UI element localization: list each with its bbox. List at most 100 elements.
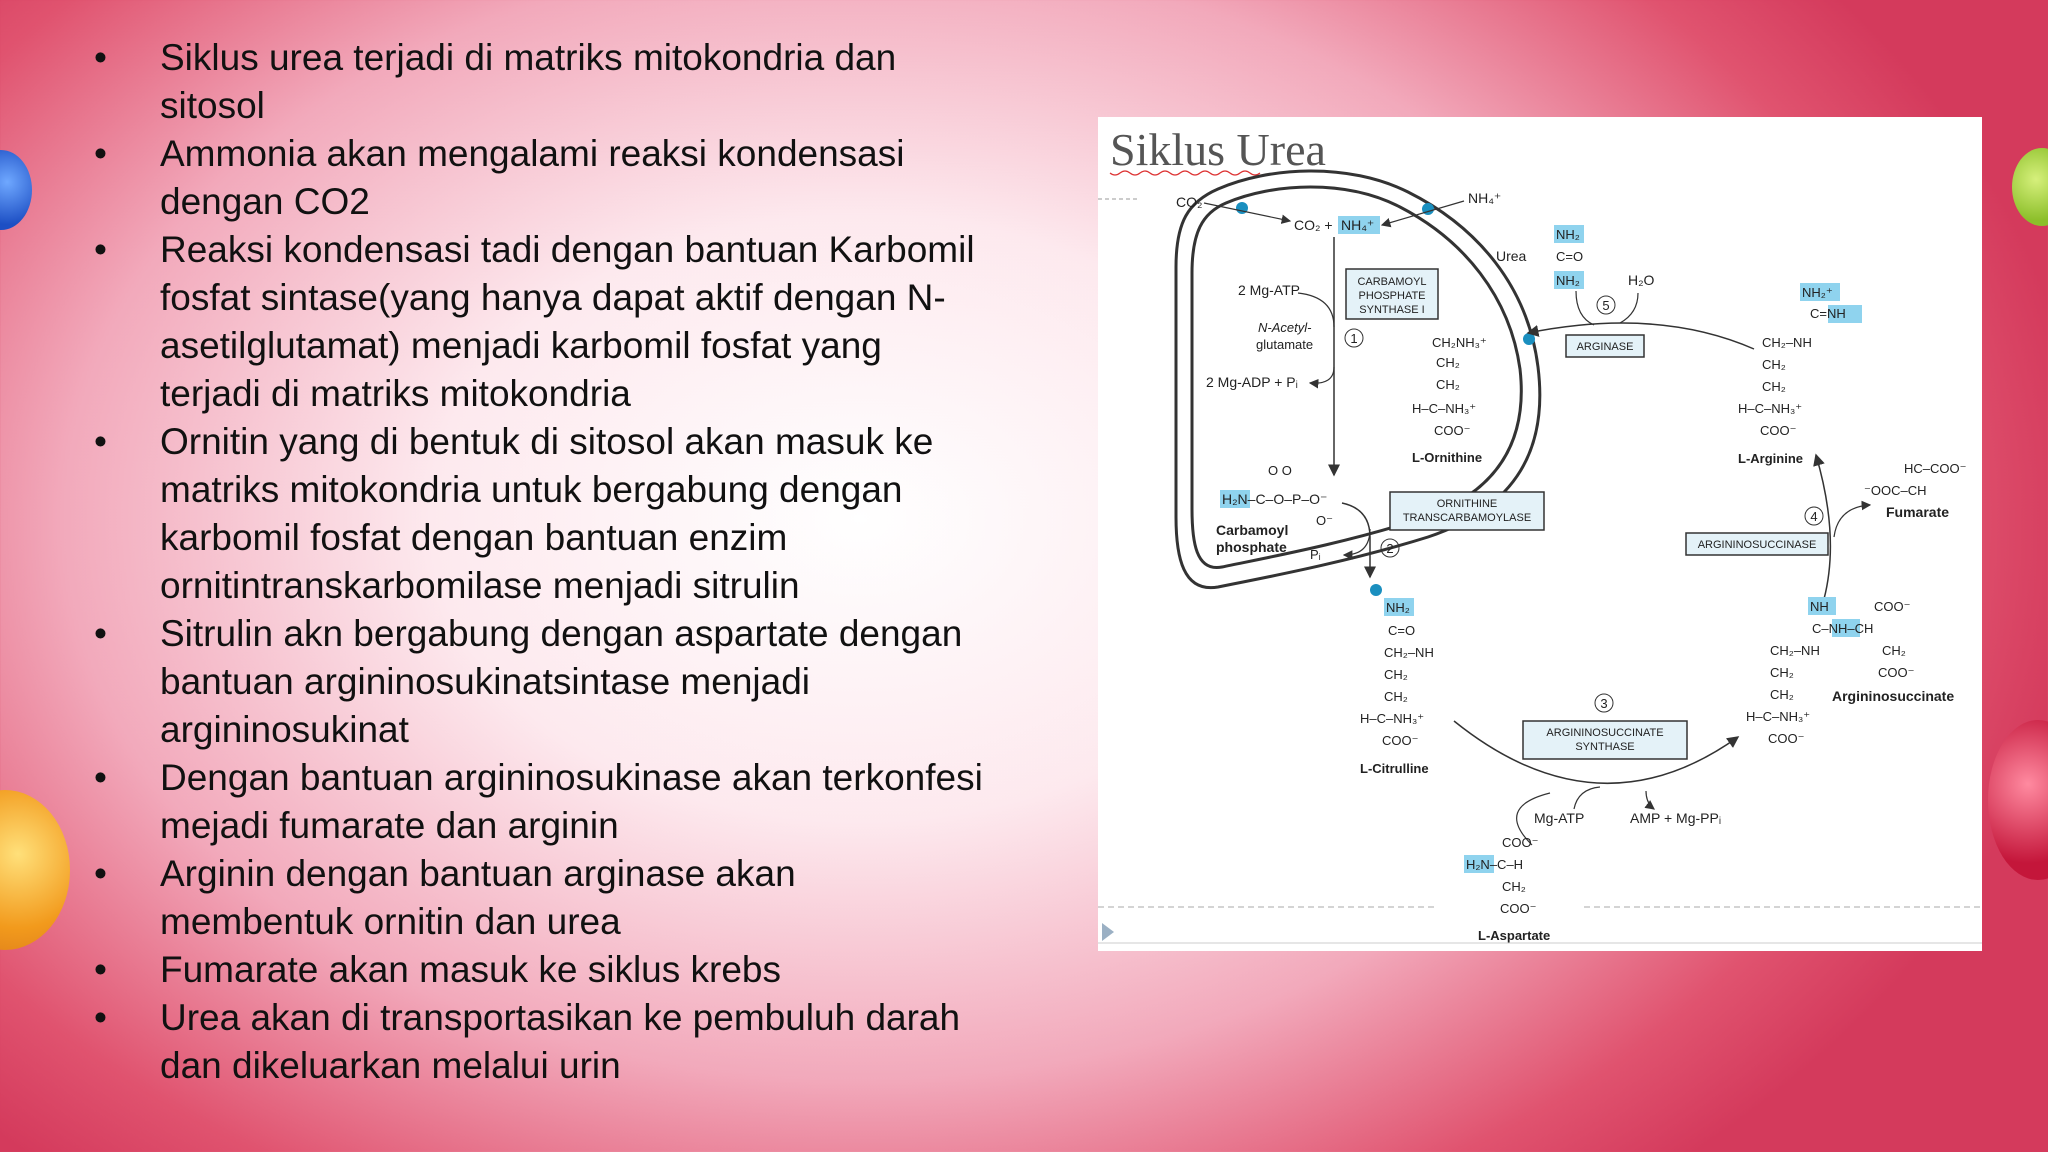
orn-structure: H–C–NH₃⁺ (1412, 401, 1476, 416)
label-co2-plus: CO₂ + (1294, 217, 1333, 233)
label-co2: CO₂ (1176, 194, 1202, 210)
bullet-marker: • (94, 133, 107, 174)
bullet-item: •Ammonia akan mengalami reaksi kondensas… (88, 130, 1058, 226)
step-marker (1380, 538, 1400, 558)
enzyme-ass-line: SYNTHASE (1575, 741, 1634, 753)
enzyme-otc-line: TRANSCARBAMOYLASE (1403, 512, 1531, 524)
label-argininosuccinate: Argininosuccinate (1832, 688, 1954, 704)
bullet-marker: • (94, 949, 107, 990)
step-marker (1594, 693, 1614, 713)
bullet-marker: • (94, 37, 107, 78)
enzyme-box-otc (1389, 491, 1545, 531)
asp-structure: H₂N–C–H (1466, 857, 1523, 872)
step-number: 2 (1386, 541, 1393, 556)
cit-structure: H–C–NH₃⁺ (1360, 711, 1424, 726)
arrow-amp-out (1644, 790, 1655, 810)
cit-structure: CH₂–NH (1384, 645, 1434, 660)
asp-structure: COO⁻ (1502, 835, 1538, 850)
label-nh4-top: NH₄⁺ (1468, 190, 1501, 206)
urea-structure: C=O (1556, 249, 1583, 264)
label-ornithine: L-Ornithine (1412, 450, 1482, 465)
label-carbamoyl-2: phosphate (1216, 539, 1287, 555)
arrow-ass (1453, 720, 1740, 785)
bullet-marker: • (94, 613, 107, 654)
arrow-atp-in (1297, 292, 1335, 328)
asp-structure: COO⁻ (1500, 901, 1536, 916)
as-structure: COO⁻ (1768, 731, 1804, 746)
enzyme-box-cps1 (1345, 268, 1439, 320)
step-marker (1596, 295, 1616, 315)
label-nag-2: glutamate (1256, 337, 1313, 352)
asp-structure: CH₂ (1502, 879, 1526, 894)
arrow-urea-out (1575, 290, 1595, 326)
enzyme-argininosuccinase: ARGININOSUCCINASE (1698, 539, 1817, 551)
step-number: 5 (1602, 298, 1609, 313)
cit-structure: CH₂ (1384, 689, 1408, 704)
label-aspartate: L-Aspartate (1478, 928, 1550, 943)
enzyme-box-arginase (1565, 334, 1645, 358)
label-h2o: H₂O (1628, 272, 1655, 288)
highlight-box (1338, 216, 1380, 234)
label-amp: AMP + Mg-PPᵢ (1630, 810, 1721, 826)
as-structure: C–NH–CH (1812, 621, 1873, 636)
orn-structure: CH₂NH₃⁺ (1432, 335, 1487, 350)
step-number: 1 (1350, 331, 1357, 346)
highlight-box (1800, 283, 1840, 301)
arg-structure: C=NH (1810, 306, 1846, 321)
enzyme-box-argininosuccinase (1685, 532, 1829, 556)
as-structure: CH₂ (1770, 665, 1794, 680)
arg-structure: CH₂–NH (1762, 335, 1812, 350)
highlight-box (1554, 271, 1584, 289)
decorative-ball-blue (0, 150, 32, 230)
orn-structure: CH₂ (1436, 377, 1460, 392)
highlight-box (1808, 597, 1836, 615)
label-urea: Urea (1496, 248, 1527, 264)
cp-structure: H₂N–C–O–P–O⁻ (1222, 491, 1327, 507)
bullet-item: •Dengan bantuan argininosukinase akan te… (88, 754, 1058, 850)
highlight-box (1554, 225, 1584, 243)
enzyme-ass-line: ARGININOSUCCINATE (1546, 727, 1663, 739)
bullet-item: •Ornitin yang di bentuk di sitosol akan … (88, 418, 1058, 610)
bullet-item: •Fumarate akan masuk ke siklus krebs (88, 946, 1058, 994)
arrow-h2o-in (1619, 292, 1639, 324)
arg-structure: H–C–NH₃⁺ (1738, 401, 1802, 416)
cit-structure: C=O (1388, 623, 1415, 638)
transporter-dot (1370, 584, 1382, 596)
highlight-box (1832, 619, 1860, 637)
urea-structure: NH₂ (1556, 227, 1580, 242)
arg-structure: CH₂ (1762, 379, 1786, 394)
decorative-ball-orange (0, 790, 70, 950)
label-mg-atp-2: 2 Mg-ATP (1238, 282, 1300, 298)
arg-structure: NH₂⁺ (1802, 285, 1833, 300)
enzyme-arginase: ARGINASE (1577, 341, 1634, 353)
bullet-item: •Urea akan di transportasikan ke pembulu… (88, 994, 1058, 1090)
arg-structure: COO⁻ (1760, 423, 1796, 438)
arrow-otc (1341, 502, 1376, 579)
play-icon (1102, 923, 1114, 941)
label-nh4: NH₄⁺ (1341, 217, 1374, 233)
urea-structure: NH₂ (1556, 273, 1580, 288)
label-carbamoyl-1: Carbamoyl (1216, 522, 1288, 538)
as-structure: CH₂–NH (1770, 643, 1820, 658)
cit-structure: NH₂ (1386, 600, 1410, 615)
bullet-marker: • (94, 997, 107, 1038)
arrow-co2 (1203, 202, 1292, 224)
step-number: 4 (1810, 509, 1817, 524)
transporter-dot (1523, 333, 1535, 345)
urea-cycle-svg: Siklus Urea CO₂ CO₂ + NH₄⁺ NH₄⁺ 2 Mg-ATP… (1098, 124, 1982, 944)
decorative-ball-green (2012, 148, 2048, 226)
label-fumarate: Fumarate (1886, 504, 1949, 520)
enzyme-otc-line: ORNITHINE (1437, 498, 1498, 510)
arg-structure: CH₂ (1762, 357, 1786, 372)
label-mg-adp: 2 Mg-ADP + Pᵢ (1206, 374, 1298, 390)
bullet-item: •Sitrulin akn bergabung dengan aspartate… (88, 610, 1058, 754)
arrow-aspartate-in (1516, 792, 1551, 846)
as-structure: COO⁻ (1874, 599, 1910, 614)
as-structure: NH (1810, 599, 1829, 614)
fum-structure: ⁻OOC–CH (1864, 483, 1926, 498)
step-number: 3 (1600, 696, 1607, 711)
bullet-marker: • (94, 757, 107, 798)
enzyme-cps1-line: CARBAMOYL (1357, 276, 1426, 288)
label-citrulline: L-Citrulline (1360, 761, 1429, 776)
